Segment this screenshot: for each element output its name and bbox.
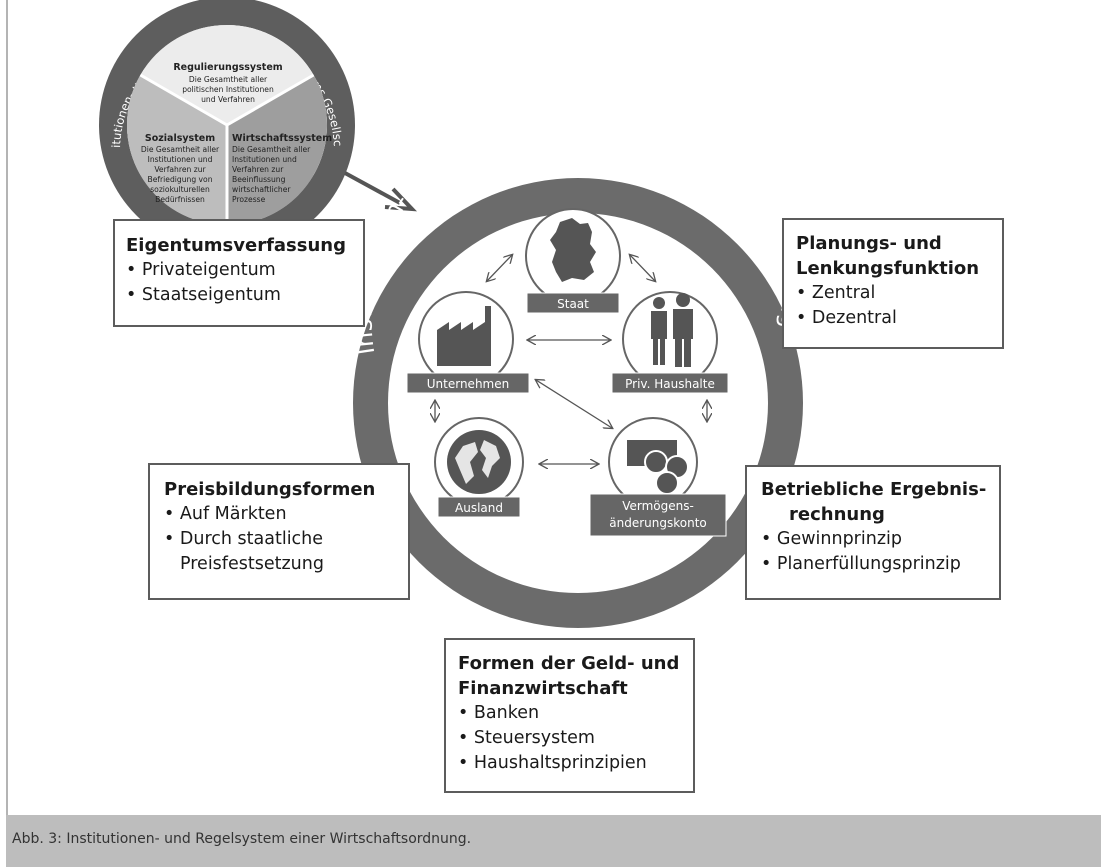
box-title: Preisbildungsformen: [164, 479, 376, 500]
node-staat: Staat: [525, 208, 621, 314]
germany-map-icon: [550, 218, 596, 282]
box-preisbildungsformen: Preisbildungsformen • Auf Märkten • Durc…: [148, 463, 410, 600]
svg-text:Institutionen und: Institutionen und: [148, 155, 213, 164]
svg-text:Unternehmen: Unternehmen: [427, 377, 509, 391]
box-title: Formen der Geld- und: [458, 653, 680, 674]
svg-text:Beeinflussung: Beeinflussung: [232, 175, 286, 184]
society-circle: Institutionen- und Regelsystem des Gesam…: [0, 0, 355, 253]
box-title: Planungs- und: [796, 233, 942, 254]
box-title: rechnung: [789, 504, 885, 525]
people-icon: [651, 293, 693, 367]
svg-text:Staat: Staat: [557, 297, 589, 311]
svg-text:Ausland: Ausland: [455, 501, 503, 515]
svg-text:Die Gesamtheit aller: Die Gesamtheit aller: [232, 145, 311, 154]
svg-text:Prozesse: Prozesse: [232, 195, 266, 204]
list-item: • Auf Märkten: [164, 504, 287, 524]
list-item: • Gewinnprinzip: [761, 529, 902, 549]
sozial-heading: Sozialsystem: [145, 133, 215, 144]
node-vermoegen: Vermögens- änderungskonto: [589, 417, 727, 537]
list-item: • Planerfüllungsprinzip: [761, 554, 961, 574]
box-title: Finanzwirtschaft: [458, 678, 628, 699]
figure-caption: Abb. 3: Institutionen- und Regelsystem e…: [6, 815, 1101, 867]
regulierung-heading: Regulierungssystem: [173, 62, 282, 73]
economy-circle: Institutionen- und Regelsystem einer Wir…: [350, 92, 804, 628]
list-item: • Durch staatliche: [164, 529, 324, 549]
svg-text:Befriedigung von: Befriedigung von: [147, 175, 212, 184]
svg-text:soziokulturellen: soziokulturellen: [150, 185, 210, 194]
box-ergebnisrechnung: Betriebliche Ergebnis- rechnung • Gewinn…: [745, 465, 1001, 600]
box-geldwirtschaft: Formen der Geld- und Finanzwirtschaft • …: [444, 638, 695, 793]
box-title: Lenkungsfunktion: [796, 258, 980, 279]
svg-text:Bedürfnissen: Bedürfnissen: [155, 195, 205, 204]
svg-text:Vermögens-: Vermögens-: [622, 499, 694, 513]
svg-text:und Verfahren: und Verfahren: [201, 95, 255, 104]
list-item: • Staatseigentum: [126, 285, 281, 305]
list-item: • Haushaltsprinzipien: [458, 753, 647, 773]
svg-text:politischen Institutionen: politischen Institutionen: [182, 85, 274, 94]
node-unternehmen: Unternehmen: [406, 291, 530, 394]
svg-text:wirtschaftlicher: wirtschaftlicher: [232, 185, 291, 194]
list-item: • Banken: [458, 703, 540, 723]
list-item: Preisfestsetzung: [180, 554, 324, 574]
svg-text:Verfahren zur: Verfahren zur: [232, 165, 284, 174]
connector-arrow: [344, 171, 418, 212]
svg-text:Die Gesamtheit aller: Die Gesamtheit aller: [141, 145, 220, 154]
box-eigentumsverfassung: Eigentumsverfassung • Privateigentum • S…: [113, 219, 365, 327]
list-item: • Privateigentum: [126, 260, 276, 280]
box-title: Betriebliche Ergebnis-: [761, 479, 987, 500]
list-item: • Dezentral: [796, 308, 897, 328]
list-item: • Steuersystem: [458, 728, 595, 748]
node-ausland: Ausland: [434, 417, 524, 518]
box-planungsfunktion: Planungs- und Lenkungsfunktion • Zentral…: [782, 218, 1004, 349]
svg-text:änderungskonto: änderungskonto: [609, 516, 707, 530]
svg-text:Institutionen und: Institutionen und: [232, 155, 297, 164]
node-haushalte: Priv. Haushalte: [611, 291, 729, 394]
svg-text:Die Gesamtheit aller: Die Gesamtheit aller: [189, 75, 268, 84]
wirtschaft-heading: Wirtschaftssystem: [232, 133, 332, 144]
globe-icon: [447, 430, 511, 494]
box-title: Eigentumsverfassung: [126, 235, 346, 256]
list-item: • Zentral: [796, 283, 876, 303]
factory-icon: [437, 306, 491, 366]
svg-text:Verfahren zur: Verfahren zur: [154, 165, 206, 174]
left-border-rule: [6, 0, 8, 815]
flow-arrows: [435, 255, 707, 464]
svg-text:Priv. Haushalte: Priv. Haushalte: [625, 377, 715, 391]
